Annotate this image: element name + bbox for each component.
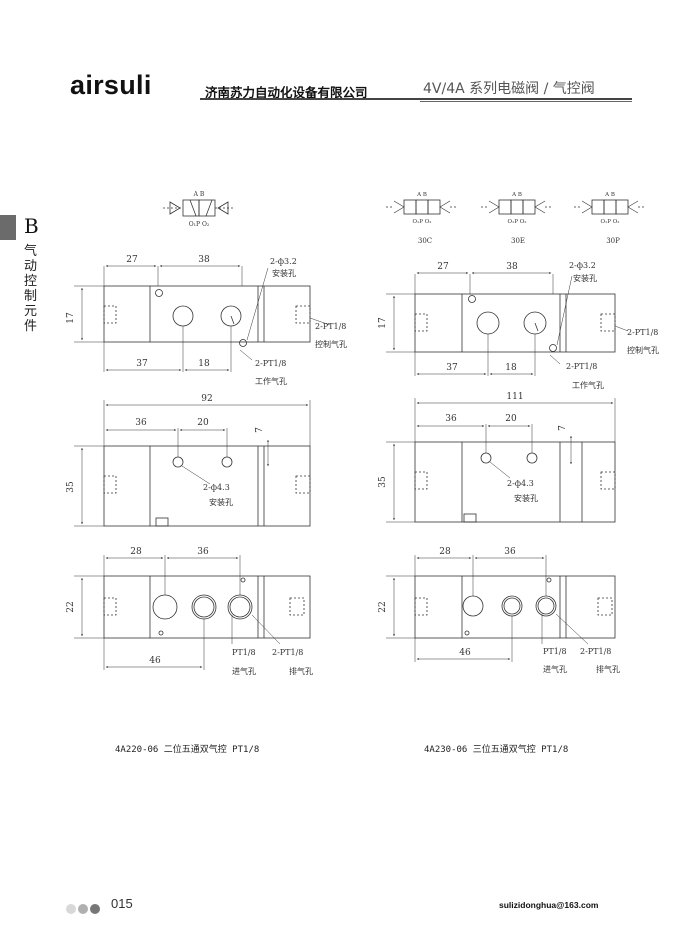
label-mount-holes: 2-ф4.3 bbox=[203, 483, 230, 492]
symbol-ports-bottom: O₁P O₂ bbox=[413, 219, 432, 225]
symbol-30p: A B O₁P O₂ 30P bbox=[574, 192, 646, 245]
section-tab-marker bbox=[0, 215, 16, 240]
dim-22: 22 bbox=[66, 601, 76, 612]
label-pt-exhaust: 2-PT1/8 bbox=[580, 647, 611, 656]
section-char: 气 bbox=[24, 244, 38, 259]
header-rule bbox=[200, 98, 632, 100]
label-pt-work: 2-PT1/8 bbox=[566, 362, 597, 371]
left-top-view: 27 38 17 37 18 2-ф3.2 安装孔 2-PT1/8 控制气孔 2… bbox=[66, 255, 347, 386]
label-exhaust: 排气孔 bbox=[596, 664, 620, 674]
right-mid-view: 111 36 20 7 35 2-ф4.3 安装孔 bbox=[378, 392, 616, 523]
left-caption: 4A220-06 二位五通双气控 PT1/8 bbox=[115, 745, 260, 755]
dim-18: 18 bbox=[505, 363, 517, 373]
dim-27: 27 bbox=[437, 262, 449, 272]
right-caption: 4A230-06 三位五通双气控 PT1/8 bbox=[424, 745, 569, 755]
label-control-port: 控制气孔 bbox=[627, 345, 659, 355]
symbol-ports-bottom: O₁P O₂ bbox=[189, 221, 210, 228]
symbol-label: 30E bbox=[511, 237, 525, 245]
symbol-ports-bottom: O₁P O₂ bbox=[508, 219, 527, 225]
label-control-port: 控制气孔 bbox=[315, 339, 347, 349]
footer-dots bbox=[66, 899, 102, 918]
brand-logo: airsuli bbox=[70, 70, 152, 100]
dim-46: 46 bbox=[459, 648, 471, 658]
symbol-ports-top: A B bbox=[193, 191, 205, 198]
footer-dot-icon bbox=[66, 904, 76, 914]
dim-46: 46 bbox=[149, 656, 161, 666]
footer-dot-icon bbox=[90, 904, 100, 914]
dim-35: 35 bbox=[378, 476, 388, 488]
label-work-port: 工作气孔 bbox=[572, 380, 604, 390]
label-pt-exhaust: 2-PT1/8 bbox=[272, 648, 303, 657]
section-letter: B bbox=[24, 214, 39, 238]
header-rule-thin bbox=[420, 101, 632, 102]
company-name: 济南苏力自动化设备有限公司 bbox=[205, 85, 368, 100]
section-char: 控 bbox=[24, 274, 38, 289]
dim-28: 28 bbox=[130, 547, 142, 557]
label-pt-control: 2-PT1/8 bbox=[315, 322, 346, 331]
section-label: 气 动 控 制 元 件 bbox=[24, 244, 40, 334]
dim-36: 36 bbox=[445, 414, 457, 424]
dim-7: 7 bbox=[255, 427, 265, 433]
page-number: 015 bbox=[111, 896, 133, 911]
dim-38: 38 bbox=[198, 255, 210, 265]
label-mount: 安装孔 bbox=[272, 268, 296, 278]
dim-37: 37 bbox=[446, 363, 458, 373]
label-mount-holes: 2-ф3.2 bbox=[270, 257, 297, 266]
dim-20: 20 bbox=[505, 414, 517, 424]
dim-36: 36 bbox=[197, 547, 209, 557]
section-char: 制 bbox=[24, 289, 38, 304]
label-mount: 安装孔 bbox=[514, 493, 538, 503]
symbol-ports-top: A B bbox=[416, 192, 427, 198]
series-title: 4V/4A 系列电磁阀 / 气控阀 bbox=[423, 81, 595, 97]
dim-22: 22 bbox=[378, 601, 388, 612]
symbol-label: 30C bbox=[418, 237, 432, 245]
symbol-ports-bottom: O₁P O₂ bbox=[601, 219, 620, 225]
label-work-port: 工作气孔 bbox=[255, 376, 287, 386]
dim-92: 92 bbox=[201, 394, 212, 404]
dim-36: 36 bbox=[135, 418, 147, 428]
label-exhaust: 排气孔 bbox=[289, 666, 313, 676]
label-mount: 安装孔 bbox=[209, 497, 233, 507]
symbol-30e: A B O₁P O₂ 30E bbox=[481, 192, 553, 245]
dim-20: 20 bbox=[197, 418, 209, 428]
label-pt-work: 2-PT1/8 bbox=[255, 359, 286, 368]
dim-27: 27 bbox=[126, 255, 138, 265]
label-inlet: 进气孔 bbox=[232, 666, 256, 676]
dim-7: 7 bbox=[558, 425, 568, 431]
right-top-view: 27 38 17 37 18 2-ф3.2 安装孔 2-PT1/8 控制气孔 2… bbox=[378, 261, 659, 390]
dim-37: 37 bbox=[136, 359, 148, 369]
label-pt-inlet: PT1/8 bbox=[232, 648, 256, 657]
right-bot-view: 28 36 22 46 PT1/8 进气孔 2-PT1/8 排气孔 bbox=[378, 547, 620, 674]
label-pt-inlet: PT1/8 bbox=[543, 647, 567, 656]
dim-111: 111 bbox=[506, 392, 523, 402]
symbol-ports-top: A B bbox=[604, 192, 615, 198]
section-char: 动 bbox=[24, 259, 38, 274]
left-symbol: A B O₁P O₂ bbox=[163, 191, 235, 228]
dim-28: 28 bbox=[439, 547, 451, 557]
dim-36: 36 bbox=[504, 547, 516, 557]
dim-17: 17 bbox=[66, 312, 76, 324]
dim-35: 35 bbox=[66, 481, 76, 493]
label-mount-holes: 2-ф4.3 bbox=[507, 479, 534, 488]
dim-18: 18 bbox=[198, 359, 210, 369]
section-char: 件 bbox=[24, 319, 38, 334]
label-pt-control: 2-PT1/8 bbox=[627, 328, 658, 337]
footer-dot-icon bbox=[78, 904, 88, 914]
section-char: 元 bbox=[24, 304, 38, 319]
label-mount: 安装孔 bbox=[573, 273, 597, 283]
label-inlet: 进气孔 bbox=[543, 664, 567, 674]
dim-38: 38 bbox=[506, 262, 518, 272]
label-mount-holes: 2-ф3.2 bbox=[569, 261, 596, 270]
dim-17: 17 bbox=[378, 317, 388, 329]
left-mid-view: 92 36 20 7 35 2-ф4.3 安装孔 bbox=[66, 394, 311, 527]
left-bot-view: 28 36 22 46 PT1/8 进气孔 2-PT1/8 排气孔 bbox=[66, 547, 313, 676]
symbol-ports-top: A B bbox=[511, 192, 522, 198]
symbol-30c: A B O₁P O₂ 30C bbox=[386, 192, 458, 245]
symbol-label: 30P bbox=[606, 237, 620, 245]
right-symbols: A B O₁P O₂ 30C A B O₁P O₂ 30E A B O₁P O₂… bbox=[386, 192, 646, 245]
contact-email: sulizidonghua@163.com bbox=[499, 900, 599, 910]
